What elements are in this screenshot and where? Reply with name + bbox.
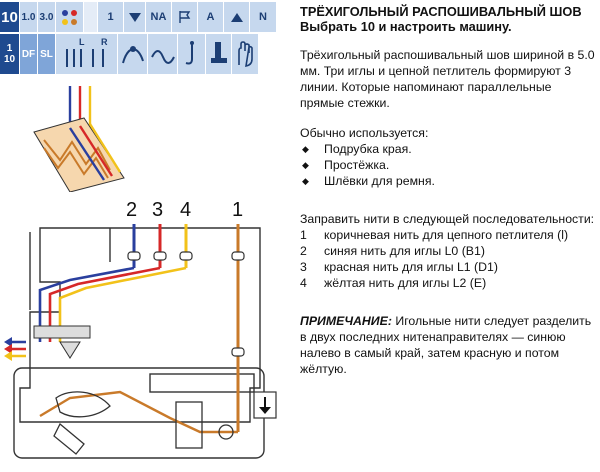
thread-order-item: 3 красная нить для иглы L1 (D1) <box>300 259 596 275</box>
thread-order-list: 1 коричневая нить для цепного петлителя (… <box>300 227 596 291</box>
svg-text:R: R <box>101 37 108 47</box>
usage-item: Шлёвки для ремня. <box>300 173 596 189</box>
stitch-fraction: 1 10 <box>0 34 20 74</box>
needles-icon: L R <box>56 34 118 74</box>
thread-order-number: 4 <box>300 276 307 290</box>
note-text: Игольные нити следует разделить в двух п… <box>300 314 592 376</box>
usage-item: Подрубка края. <box>300 141 596 157</box>
thread-order-item: 2 синяя нить для иглы L0 (B1) <box>300 243 596 259</box>
triangle-up-icon <box>224 2 250 32</box>
thread-number-1: 1 <box>232 199 243 221</box>
differential-value: 1.0 <box>20 2 38 32</box>
stitch-fabric-diagram <box>33 86 125 192</box>
illustration-panel: 10 1.0 3.0 1 NA A N 1 10 DF SL <box>0 0 290 472</box>
thread-number-3: 3 <box>152 199 163 221</box>
triangle-down-icon <box>124 2 146 32</box>
na-value: NA <box>146 2 172 32</box>
spacer-cell <box>84 2 98 32</box>
page-subtitle: Выбрать 10 и настроить машину. <box>300 19 512 34</box>
knife-position-value: 1 <box>98 2 124 32</box>
stitch-length-value: 3.0 <box>38 2 56 32</box>
df-label: DF <box>20 34 38 74</box>
thread-number-2: 2 <box>126 199 137 221</box>
thread-order-text: синяя нить для иглы L0 (B1) <box>324 244 485 258</box>
presser-a-value: A <box>198 2 224 32</box>
usage-item: Простёжка. <box>300 157 596 173</box>
hand-icon <box>232 34 258 74</box>
flag-icon <box>172 2 198 32</box>
n-value: N <box>250 2 276 32</box>
thread-order-label: Заправить нити в следующей последователь… <box>300 212 595 226</box>
note-label: ПРИМЕЧАНИЕ: <box>300 314 392 328</box>
page-title: ТРЁХИГОЛЬНЫЙ РАСПОШИВАЛЬНЫЙ ШОВ <box>300 4 582 19</box>
description-text: Трёхигольный распошивальный шов шириной … <box>300 48 595 110</box>
note-paragraph: ПРИМЕЧАНИЕ: Игольные нити следует раздел… <box>300 313 596 377</box>
thread-order-number: 1 <box>300 228 307 242</box>
thread-path-icon <box>148 34 178 74</box>
thread-order-number: 2 <box>300 244 307 258</box>
stitch-number: 10 <box>0 2 20 32</box>
instructions-panel: ТРЁХИГОЛЬНЫЙ РАСПОШИВАЛЬНЫЙ ШОВ Выбрать … <box>300 4 596 377</box>
thread-order-text: красная нить для иглы L1 (D1) <box>324 260 498 274</box>
hook-icon <box>178 34 206 74</box>
thread-order-text: коричневая нить для цепного петлителя (l… <box>324 228 569 242</box>
thread-order-item: 4 жёлтая нить для иглы L2 (E) <box>300 275 596 291</box>
presser-foot-icon <box>206 34 232 74</box>
thread-number-4: 4 <box>180 199 191 221</box>
looper-icon <box>118 34 148 74</box>
usage-label: Обычно используется: <box>300 126 429 140</box>
thread-order-number: 3 <box>300 260 307 274</box>
machine-threading-diagram: 2 3 4 1 <box>4 199 277 459</box>
thread-order-item: 1 коричневая нить для цепного петлителя (… <box>300 227 596 243</box>
svg-text:L: L <box>79 37 85 47</box>
settings-row: 10 1.0 3.0 1 NA A N <box>0 2 286 32</box>
usage-list: Подрубка края. Простёжка. Шлёвки для рем… <box>300 141 596 189</box>
needle-config-row: 1 10 DF SL L R <box>0 34 286 74</box>
tension-dots-icon <box>56 2 84 32</box>
thread-order-text: жёлтая нить для иглы L2 (E) <box>324 276 487 290</box>
sl-label: SL <box>38 34 56 74</box>
